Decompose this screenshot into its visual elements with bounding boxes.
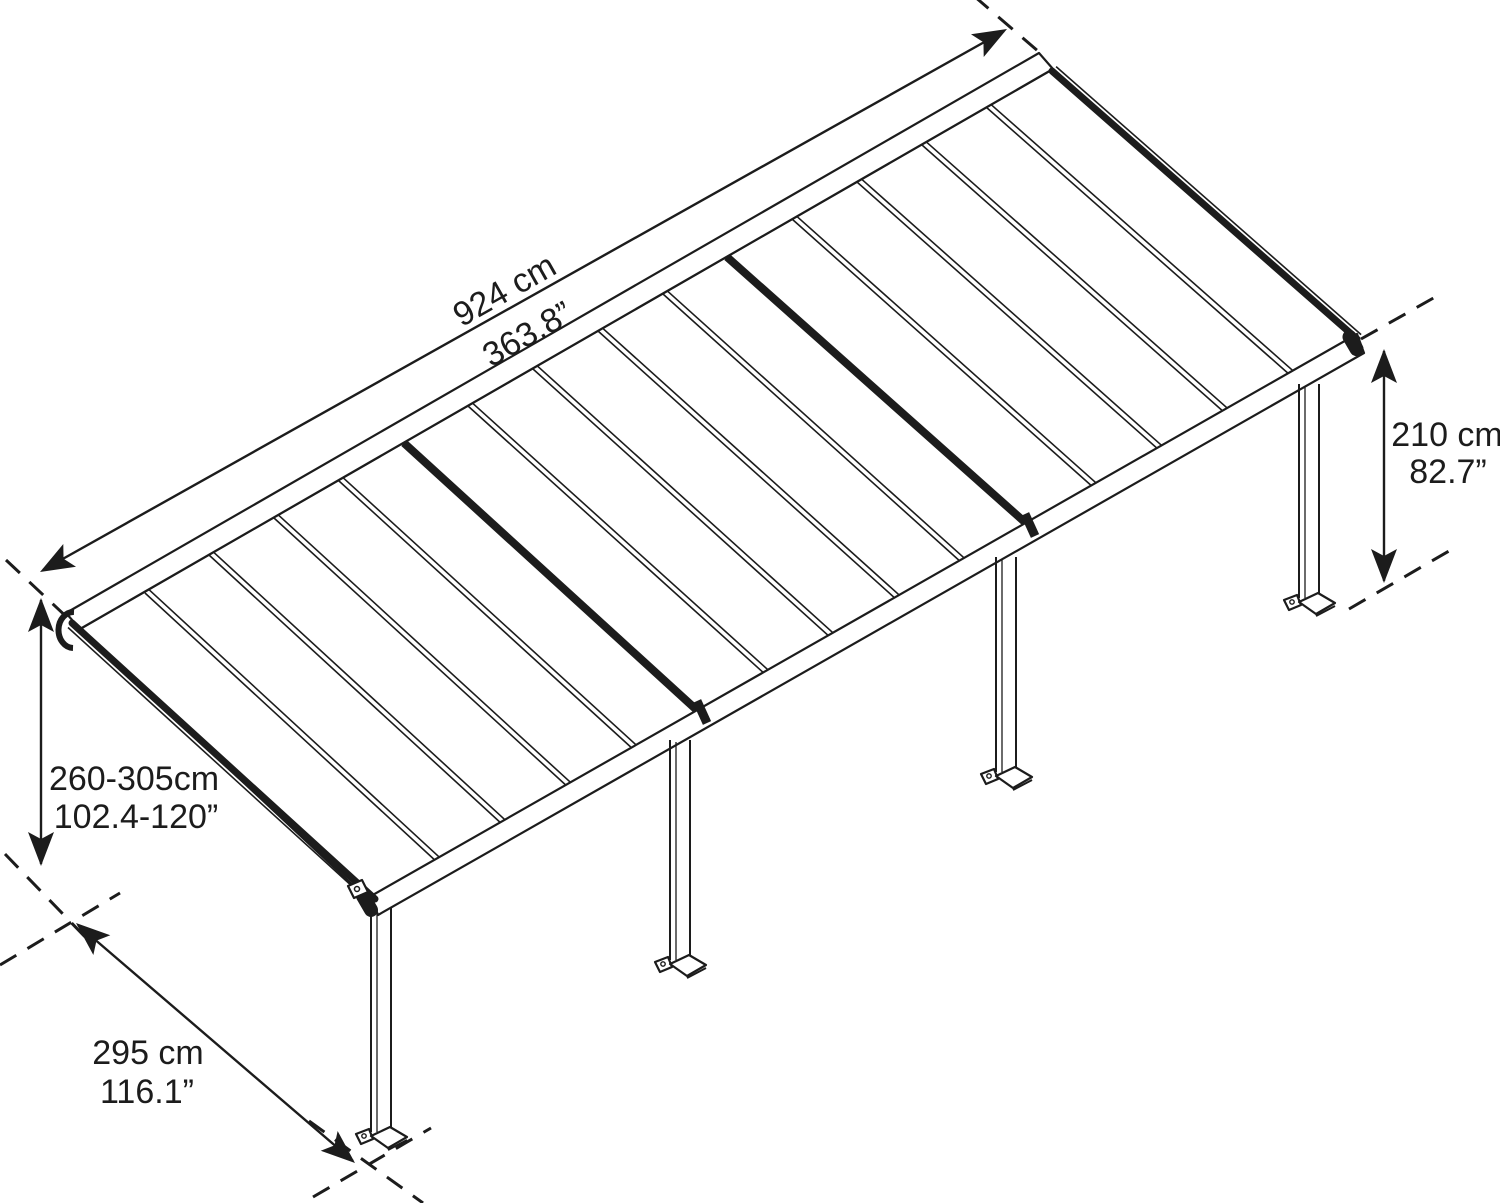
- roof-rafter: [597, 326, 902, 601]
- arrowhead: [40, 544, 77, 572]
- roof-rafter: [144, 588, 443, 864]
- arrowhead: [970, 29, 1007, 57]
- roof-panel-rafters: [144, 102, 1295, 864]
- arrowhead: [28, 832, 54, 866]
- connector-1-gutter-joint: [692, 699, 712, 725]
- roof-rafter: [985, 102, 1295, 376]
- arrowhead: [320, 1131, 355, 1163]
- extension-line-wall-ground-b: [0, 891, 121, 967]
- roof: [55, 51, 1366, 917]
- gutter-right-end-cap: [1342, 329, 1364, 357]
- roof-rafter: [208, 550, 508, 826]
- roof-rafter: [532, 364, 836, 639]
- dimension-depth: [76, 923, 355, 1163]
- extension-line-eave-top: [1360, 294, 1438, 341]
- roof-section-connector-2: [722, 252, 1033, 530]
- posts: [354, 384, 1337, 1151]
- arrowhead: [1371, 549, 1397, 583]
- roof-rafter: [338, 476, 639, 751]
- arrowhead: [76, 923, 111, 955]
- post-foot: [653, 953, 708, 979]
- roof-right-edge: [1048, 65, 1362, 343]
- label-wall-height-metric: 260-305cm: [49, 760, 219, 798]
- label-eave-height-imperial: 82.7”: [1409, 453, 1487, 491]
- roof-rafter: [791, 214, 1099, 489]
- connector-2-gutter-joint: [1020, 512, 1040, 538]
- arrowhead: [28, 598, 54, 632]
- roof-rafter: [273, 513, 574, 789]
- post-front-mid-right: [979, 557, 1034, 791]
- dashed-extension-lines: [0, 0, 1450, 1203]
- back-left-corner-cap: [55, 609, 75, 651]
- dimension-wall-height: [28, 598, 54, 866]
- post-foot: [354, 1125, 409, 1151]
- extension-line-wall-ground-a: [3, 852, 90, 942]
- roof-rafter: [467, 401, 771, 676]
- label-wall-height-imperial: 102.4-120”: [54, 798, 218, 836]
- roof-rafter: [921, 140, 1230, 414]
- roof-rafter: [662, 289, 967, 564]
- extension-line-post-ground-b: [312, 1126, 432, 1199]
- extension-line-length-right: [976, 0, 1047, 60]
- post-front-mid-left: [653, 740, 708, 979]
- extension-line-eave-ground: [1348, 549, 1450, 611]
- post-foot: [979, 765, 1034, 791]
- post-front-right: [1282, 384, 1337, 617]
- extension-line-post-ground-a: [308, 1119, 424, 1203]
- arrowhead: [1371, 349, 1397, 383]
- roof-surface: [78, 67, 1360, 905]
- gutter-corner-bracket: [346, 878, 370, 900]
- label-depth-imperial: 116.1”: [100, 1073, 194, 1111]
- extension-line-length-left: [4, 558, 74, 624]
- label-eave-height-metric: 210 cm: [1391, 416, 1500, 454]
- roof-section-connector-1: [399, 438, 705, 718]
- post-front-left: [354, 908, 409, 1151]
- roof-left-edge: [67, 619, 379, 905]
- dimension-length: [40, 29, 1007, 572]
- roof-rafter: [856, 177, 1164, 451]
- label-depth-metric: 295 cm: [92, 1034, 204, 1072]
- dimension-eave-height: [1371, 349, 1397, 583]
- post-foot: [1282, 591, 1337, 617]
- gutter-left-end-cap: [356, 889, 378, 917]
- dimension-lines: [28, 29, 1397, 1163]
